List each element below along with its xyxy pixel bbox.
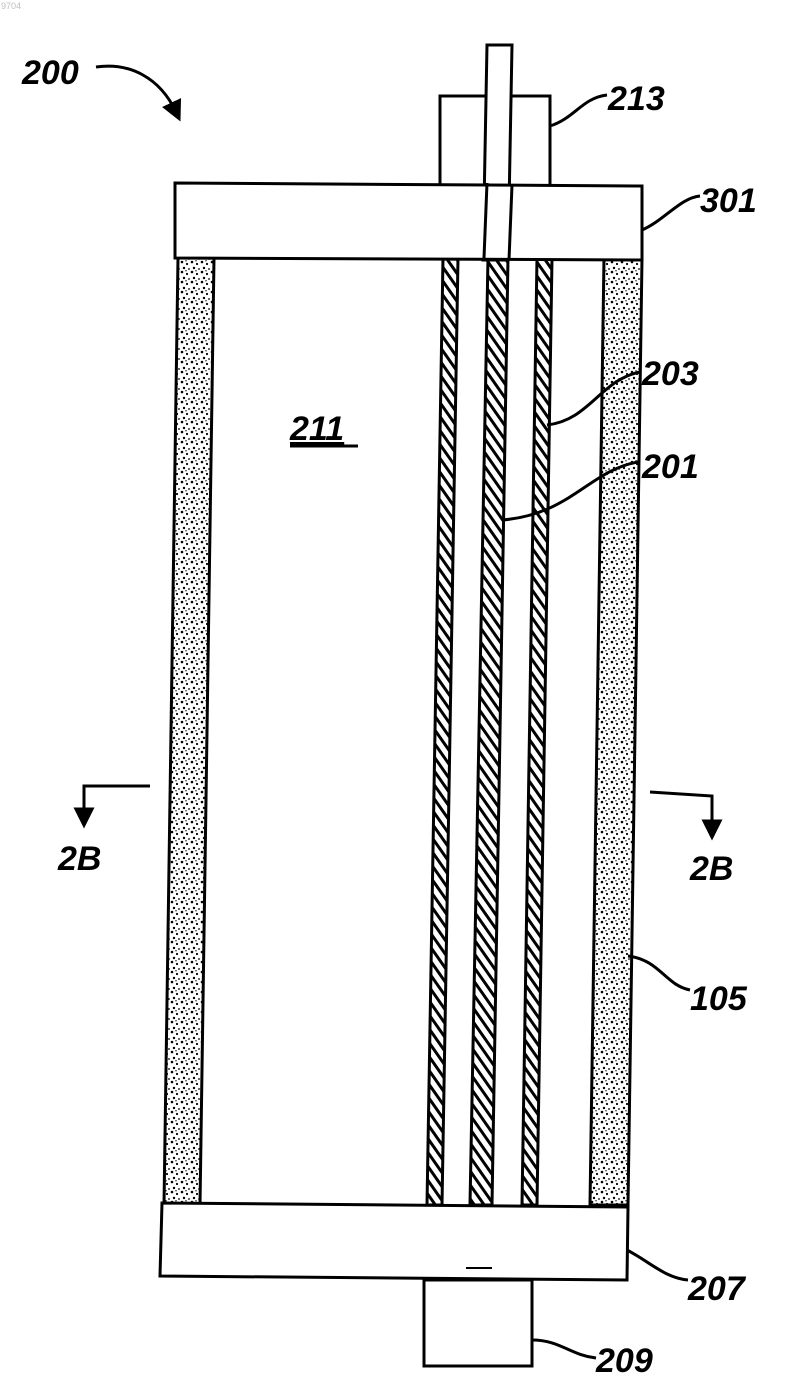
leader-105 [628,956,690,990]
leader-207 [627,1250,688,1280]
corner-id: 9704 [1,1,21,11]
outer-wall-right [590,258,642,1205]
label-209: 209 [595,1342,653,1380]
label-2b-left: 2B [57,840,101,878]
center-rod [470,258,508,1205]
tube-wall-left [427,258,458,1205]
label-213: 213 [607,80,665,118]
lower-fitting [424,1280,532,1366]
leader-213 [550,95,607,126]
label-2b-right: 2B [689,850,733,888]
section-arrow-right [650,792,712,830]
label-200: 200 [21,54,79,92]
label-211: 211 [289,410,344,448]
top-cap [175,183,642,260]
bottom-cap [160,1203,628,1280]
section-arrow-left [84,786,150,818]
label-201: 201 [641,448,699,486]
label-207: 207 [687,1270,747,1308]
outer-wall-left [164,258,214,1205]
leader-200 [96,66,176,112]
leader-301 [642,196,700,230]
tube-wall-right [522,258,552,1205]
label-301: 301 [700,182,757,220]
leader-209 [532,1340,596,1358]
label-203: 203 [641,355,699,393]
label-105: 105 [690,980,748,1018]
